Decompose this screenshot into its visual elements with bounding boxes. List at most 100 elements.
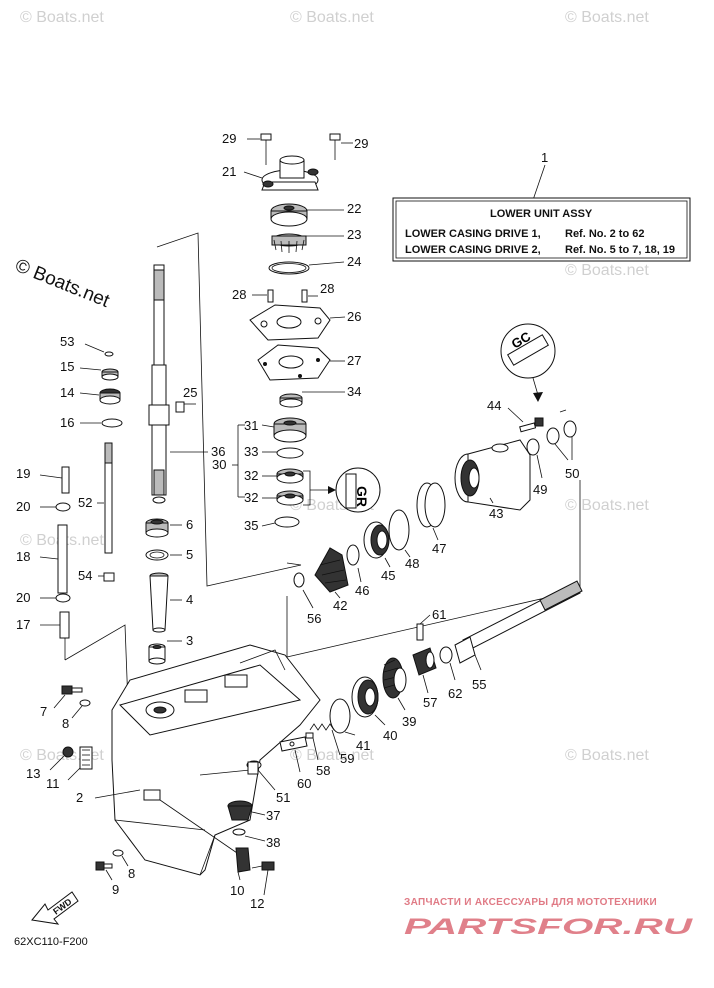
rod-18 — [39, 524, 68, 594]
dowel-28-left — [267, 289, 274, 303]
bolt-29-left — [247, 133, 272, 165]
callout-48: 48 — [405, 556, 419, 571]
casing-fasteners: 7 8 11 13 9 8 — [26, 685, 135, 897]
brand-site: PARTSFOR.RU — [404, 914, 694, 939]
callout-36: 36 — [211, 444, 225, 459]
watermark-large-boats: © Boats.net — [12, 255, 113, 312]
callout-26: 26 — [347, 309, 361, 324]
callout-46: 46 — [355, 583, 369, 598]
washer-8-lower — [112, 849, 129, 867]
callout-23: 23 — [347, 227, 361, 242]
bushing-38 — [232, 828, 266, 842]
shift-plunger-51 — [246, 760, 276, 791]
callout-35: 35 — [244, 518, 258, 533]
callout-10: 10 — [230, 883, 244, 898]
drive-shaft-assembly: 36 25 6 5 4 — [145, 232, 302, 665]
clip-54 — [98, 572, 115, 582]
callout-19: 19 — [16, 466, 30, 481]
anode-11 — [67, 746, 93, 781]
grommet-15 — [79, 367, 119, 381]
bolt-13 — [49, 746, 74, 771]
clip-62 — [439, 646, 456, 681]
grease-symbol-circle-right: GC — [500, 323, 556, 402]
shim-41 — [329, 698, 356, 736]
oring-16 — [101, 418, 123, 428]
callout-32a: 32 — [244, 468, 258, 483]
shift-rod-52 — [97, 442, 113, 554]
seal-housing-31 — [261, 417, 307, 443]
callout-42: 42 — [333, 598, 347, 613]
oil-seal-32-lower — [262, 490, 304, 506]
pinion-gear-42 — [314, 547, 349, 599]
callout-39: 39 — [402, 714, 416, 729]
callout-20a: 20 — [16, 499, 30, 514]
shift-cam-parts: 37 38 10 12 51 60 — [227, 723, 354, 911]
svg-text:GR: GR — [354, 486, 370, 507]
watermark-top-center: © Boats.net — [290, 9, 374, 26]
callout-29b: 29 — [354, 136, 368, 151]
watermark-center-lower: © Boats.net — [290, 747, 374, 764]
callout-6: 6 — [186, 517, 193, 532]
callout-57: 57 — [423, 695, 437, 710]
seals-50 — [546, 420, 577, 461]
callout-62: 62 — [448, 686, 462, 701]
bolt-12 — [251, 861, 275, 896]
impeller-23 — [271, 233, 344, 253]
watermark-right-lower: © Boats.net — [565, 497, 649, 514]
callout-29a: 29 — [222, 131, 236, 146]
callout-37: 37 — [266, 808, 280, 823]
callout-16: 16 — [60, 415, 74, 430]
pin-58 — [305, 732, 319, 761]
seal-housing-group: 30 31 33 32 — [212, 417, 381, 533]
boot-14 — [79, 388, 121, 405]
callout-58: 58 — [316, 763, 330, 778]
footer-brand: ЗАПЧАСТИ И АКСЕССУАРЫ ДЛЯ МОТОТЕХНИКИ PA… — [404, 897, 694, 939]
callout-47: 47 — [432, 541, 446, 556]
callout-53: 53 — [60, 334, 74, 349]
propeller-shaft-area: 56 42 46 45 48 — [286, 323, 583, 753]
callout-51: 51 — [276, 790, 290, 805]
dog-clutch-57 — [412, 647, 437, 694]
callout-12: 12 — [250, 896, 264, 911]
callout-7: 7 — [40, 704, 47, 719]
callout-1: 1 — [541, 150, 548, 165]
propeller-shaft-55 — [454, 580, 583, 671]
bearing-6 — [145, 518, 182, 538]
callout-28a: 28 — [232, 287, 246, 302]
callout-45: 45 — [381, 568, 395, 583]
oil-seal-32-upper — [262, 468, 304, 484]
diagram-code: 62XC110-F200 — [14, 936, 88, 948]
clip-20-lower — [40, 593, 71, 603]
seal-34 — [279, 391, 345, 408]
pin-61 — [416, 614, 431, 641]
callout-41: 41 — [356, 738, 370, 753]
callout-8a: 8 — [62, 716, 69, 731]
shim-35 — [261, 516, 300, 528]
callout-14: 14 — [60, 385, 74, 400]
fwd-arrow: FWD — [31, 891, 79, 925]
info-box-row1-ref: Ref. No. 2 to 62 — [565, 228, 644, 240]
callout-61: 61 — [432, 607, 446, 622]
info-box-row2-label: LOWER CASING DRIVE 2, — [405, 244, 541, 256]
bracket-10 — [235, 847, 251, 881]
callout-17: 17 — [16, 617, 30, 632]
bolt-9 — [95, 861, 113, 881]
callout-18: 18 — [16, 549, 30, 564]
callout-21: 21 — [222, 164, 236, 179]
callout-2: 2 — [76, 790, 83, 805]
callout-59: 59 — [340, 751, 354, 766]
lower-casing-2 — [94, 644, 321, 876]
shift-cam-37 — [227, 800, 266, 821]
bearing-40 — [351, 676, 386, 726]
callout-22: 22 — [347, 201, 361, 216]
callout-50: 50 — [565, 466, 579, 481]
callout-38: 38 — [266, 835, 280, 850]
washer-46 — [346, 544, 362, 583]
callout-56: 56 — [307, 611, 321, 626]
callout-13: 13 — [26, 766, 40, 781]
callout-3: 3 — [186, 633, 193, 648]
info-box-row2-ref: Ref. No. 5 to 7, 18, 19 — [565, 244, 675, 256]
callout-4: 4 — [186, 592, 193, 607]
forward-gear-39 — [382, 657, 407, 711]
